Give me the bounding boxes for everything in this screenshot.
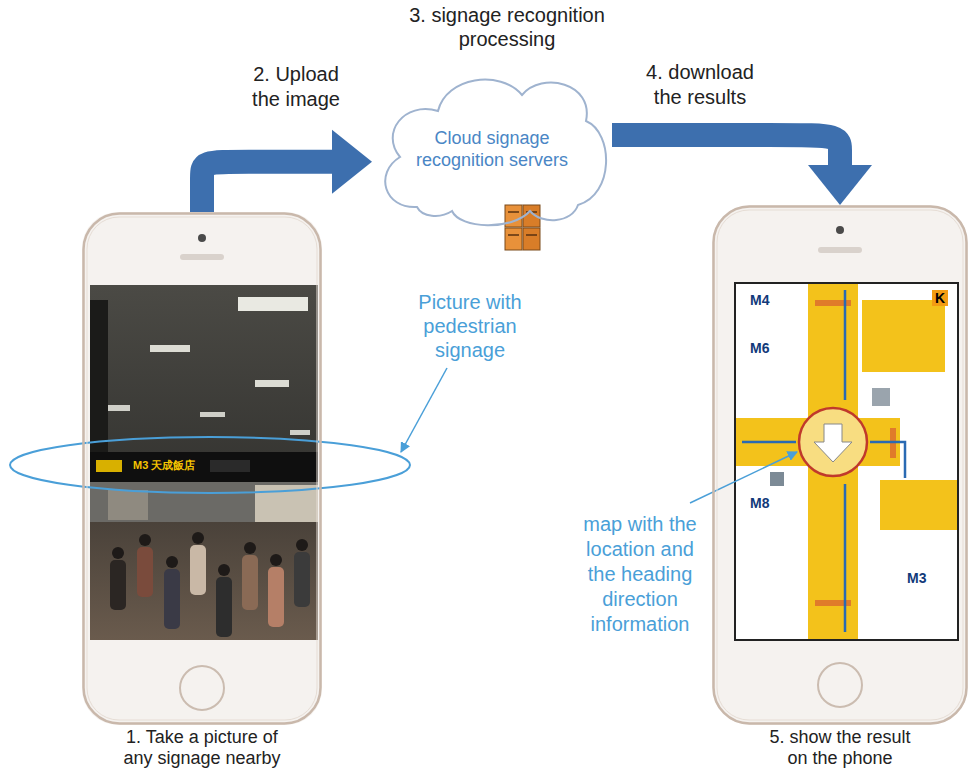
map-label: M6	[748, 340, 771, 356]
cloud-servers: 3. signage recognition processingCloud s…	[372, 55, 612, 235]
photo-ceiling	[90, 285, 318, 640]
phone-outline	[84, 214, 321, 724]
heading-arrow	[814, 424, 852, 462]
home-button	[180, 666, 224, 710]
map-block	[872, 388, 890, 406]
callout-text: Picture with pedestrian signage	[405, 290, 535, 362]
sign-panel	[210, 460, 250, 472]
server-box	[505, 228, 522, 250]
step-caption: 5. show the result on the phone	[760, 727, 920, 769]
step-caption: 1. Take a picture of any signage nearby	[112, 727, 292, 769]
phone-speaker	[180, 254, 224, 260]
map-label: M3	[905, 570, 928, 586]
ceiling-light	[290, 430, 310, 435]
map-route	[742, 290, 905, 632]
screen-frame	[735, 283, 958, 640]
person-head	[296, 539, 308, 551]
lit-shop	[108, 490, 148, 520]
callout-text: map with the location and the heading di…	[575, 512, 705, 637]
cloud-outline	[385, 80, 606, 226]
map-label: K	[932, 290, 948, 306]
person-head	[139, 534, 151, 546]
person-body	[242, 555, 258, 610]
step-caption: 3. signage recognition processing	[387, 3, 627, 51]
arrow-label: 4. download the results	[640, 60, 760, 110]
highlight-ellipse	[10, 437, 410, 493]
sign-panel	[96, 460, 122, 472]
person-body	[110, 560, 126, 610]
person-head	[218, 564, 230, 576]
person-head	[166, 556, 178, 568]
map-label: M8	[748, 495, 771, 511]
map-label: M4	[748, 292, 771, 308]
person-head	[112, 547, 124, 559]
map-area	[862, 300, 945, 372]
cloud-label: Cloud signage recognition servers	[407, 127, 577, 171]
person-head	[270, 554, 282, 566]
ceiling-light	[105, 405, 130, 411]
smartphone: 1. Take a picture of any signage nearby	[82, 212, 322, 725]
phone-body	[712, 205, 968, 725]
server-box	[523, 228, 540, 250]
sign-text: M3 天成飯店	[130, 459, 198, 472]
person-body	[294, 552, 310, 607]
phone-rim	[717, 210, 963, 720]
smartphone: 5. show the result on the phone	[712, 205, 968, 725]
person-head	[244, 542, 256, 554]
arrow-band	[612, 135, 840, 165]
sign-band	[90, 452, 318, 482]
leader-line	[690, 452, 797, 503]
person-body	[268, 567, 284, 627]
phone-speaker	[818, 247, 862, 253]
ceiling-light	[255, 380, 289, 387]
person-body	[137, 547, 153, 597]
map-block	[770, 472, 784, 486]
map-area	[880, 480, 958, 530]
arrowhead	[332, 130, 372, 194]
ceiling-light	[238, 297, 308, 311]
arrowhead	[808, 165, 872, 205]
flow-arrow	[202, 130, 372, 212]
phone-camera	[836, 226, 844, 234]
phone-body	[82, 212, 322, 725]
arrow-label: 2. Upload the image	[246, 62, 346, 112]
floor	[90, 522, 318, 640]
person-body	[216, 577, 232, 637]
map-screen	[735, 283, 958, 640]
person-body	[164, 569, 180, 629]
person-head	[192, 532, 204, 544]
flow-arrow	[612, 135, 872, 205]
server-icon	[505, 205, 540, 250]
phone-outline	[82, 212, 322, 725]
person-body	[190, 545, 206, 595]
phone-rim	[87, 217, 317, 720]
home-button	[818, 663, 862, 707]
arrow-band	[202, 162, 332, 212]
station-map	[735, 283, 958, 640]
ceiling-light	[150, 345, 190, 352]
server-slot	[508, 212, 537, 235]
ceiling-light	[200, 412, 225, 417]
location-circle	[799, 408, 867, 476]
phone-outline	[712, 205, 968, 725]
phone-camera	[198, 234, 206, 242]
leader-line	[401, 368, 447, 452]
station-photo	[90, 297, 318, 640]
phone-outline	[714, 207, 967, 724]
